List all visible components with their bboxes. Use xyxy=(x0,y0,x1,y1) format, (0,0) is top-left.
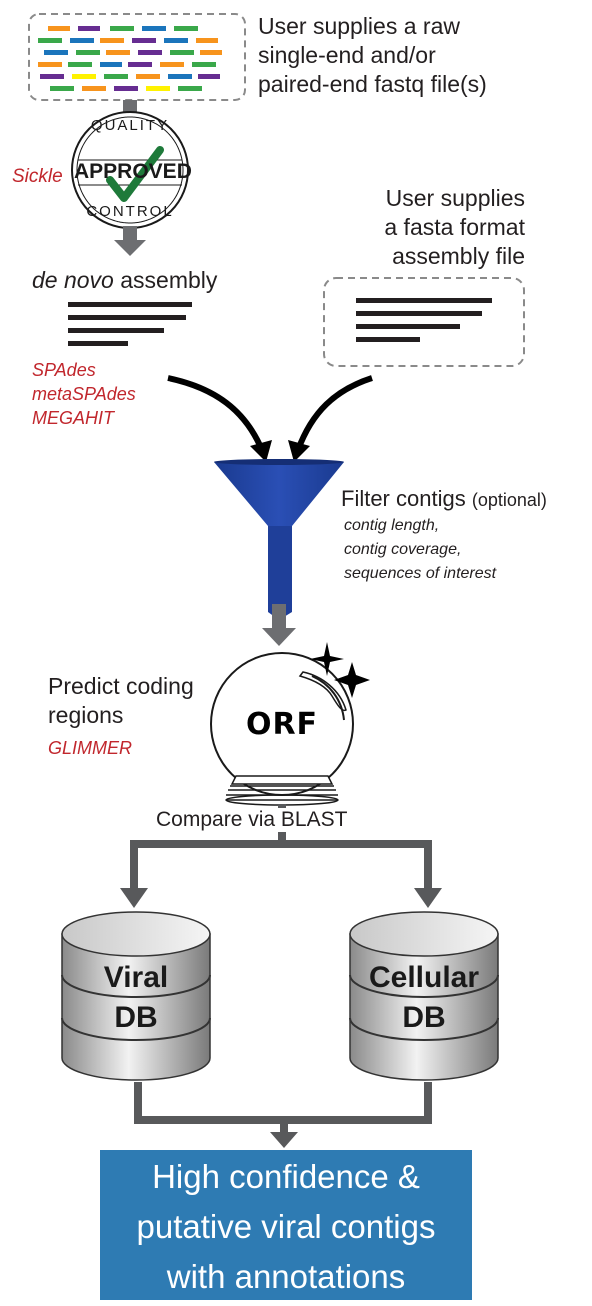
assembly-tool: MEGAHIT xyxy=(32,408,115,428)
user-assembly-description: User supplies a fasta format assembly fi… xyxy=(320,184,525,271)
compare-label: Compare via BLAST xyxy=(156,808,348,832)
orf-crystal-ball-icon xyxy=(210,652,354,806)
cellular-db-label: Cellular DB xyxy=(350,958,498,1038)
assembly-tool: metaSPAdes xyxy=(32,384,136,404)
assembly-title: de novo assembly xyxy=(32,266,217,295)
arrows-to-filter xyxy=(167,375,373,462)
cellular-db-line: Cellular xyxy=(368,961,480,994)
raw-reads-box xyxy=(28,13,246,101)
filter-criterion: contig length, xyxy=(344,517,440,534)
result-line: putative viral contigs xyxy=(136,1208,436,1245)
filter-optional-text: (optional) xyxy=(471,490,547,510)
viral-db-line: Viral xyxy=(103,961,169,994)
input-reads-line: User supplies a raw xyxy=(258,13,460,39)
predict-description: Predict coding regions xyxy=(48,672,194,730)
filter-title-text: Filter contigs xyxy=(341,486,466,511)
predict-tool-label: GLIMMER xyxy=(48,738,133,758)
assembly-contigs-icon xyxy=(68,302,192,346)
filter-criteria: contig length, contig coverage, sequence… xyxy=(344,514,496,586)
input-reads-description: User supplies a raw single-end and/or pa… xyxy=(258,12,487,99)
sparkle-icon xyxy=(310,642,370,698)
predict-line: Predict coding xyxy=(48,673,194,699)
input-reads-line: paired-end fastq file(s) xyxy=(258,71,487,97)
cellular-db-cylinder-icon xyxy=(349,911,499,1081)
predict-line: regions xyxy=(48,702,124,728)
arrow-qc-to-assembly xyxy=(114,226,146,256)
result-box: High confidence & putative viral contigs… xyxy=(100,1150,472,1300)
user-assembly-line: User supplies xyxy=(385,185,525,211)
viral-db-line: DB xyxy=(114,1001,158,1034)
result-line: with annotations xyxy=(166,1258,406,1295)
assembly-tools: SPAdes metaSPAdes MEGAHIT xyxy=(32,358,136,430)
viral-db-cylinder-icon xyxy=(61,911,211,1081)
orf-label: ORF xyxy=(245,707,319,742)
badge-bottom-text: CONTROL xyxy=(86,203,174,220)
viral-db-label: Viral DB xyxy=(62,958,210,1038)
filter-criterion: contig coverage, xyxy=(344,541,462,558)
sequencing-reads-icon xyxy=(38,26,222,91)
merge-connector xyxy=(134,1082,432,1148)
badge-top-text: QUALITY xyxy=(90,117,170,134)
assembly-tool: SPAdes xyxy=(32,360,96,380)
user-assembly-line: a fasta format xyxy=(384,214,525,240)
user-assembly-line: assembly file xyxy=(392,243,525,269)
assembly-title-italic: de novo xyxy=(32,267,114,293)
filter-criterion: sequences of interest xyxy=(344,565,497,582)
badge-middle-text: APPROVED xyxy=(74,160,192,183)
input-reads-line: single-end and/or xyxy=(258,42,436,68)
filter-funnel-icon xyxy=(214,459,344,620)
fasta-assembly-box xyxy=(323,277,525,367)
result-line: High confidence & xyxy=(152,1158,420,1195)
cellular-db-line: DB xyxy=(402,1001,446,1034)
assembly-title-rest: assembly xyxy=(113,267,218,293)
filter-title: Filter contigs (optional) xyxy=(341,486,547,512)
arrow-filter-to-orf xyxy=(262,604,296,646)
qc-tool-label: Sickle xyxy=(12,166,63,187)
